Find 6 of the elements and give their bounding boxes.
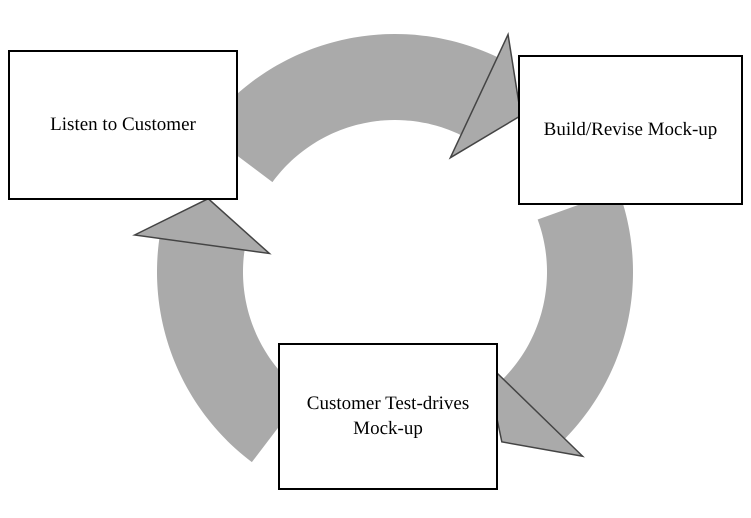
step-box [518,55,743,205]
step-label: Customer Test-drives Mock-up [306,392,470,440]
step-box [278,343,498,490]
step-label: Build/Revise Mock-up [544,118,718,142]
step-box [8,50,238,200]
step-label: Listen to Customer [50,112,196,137]
